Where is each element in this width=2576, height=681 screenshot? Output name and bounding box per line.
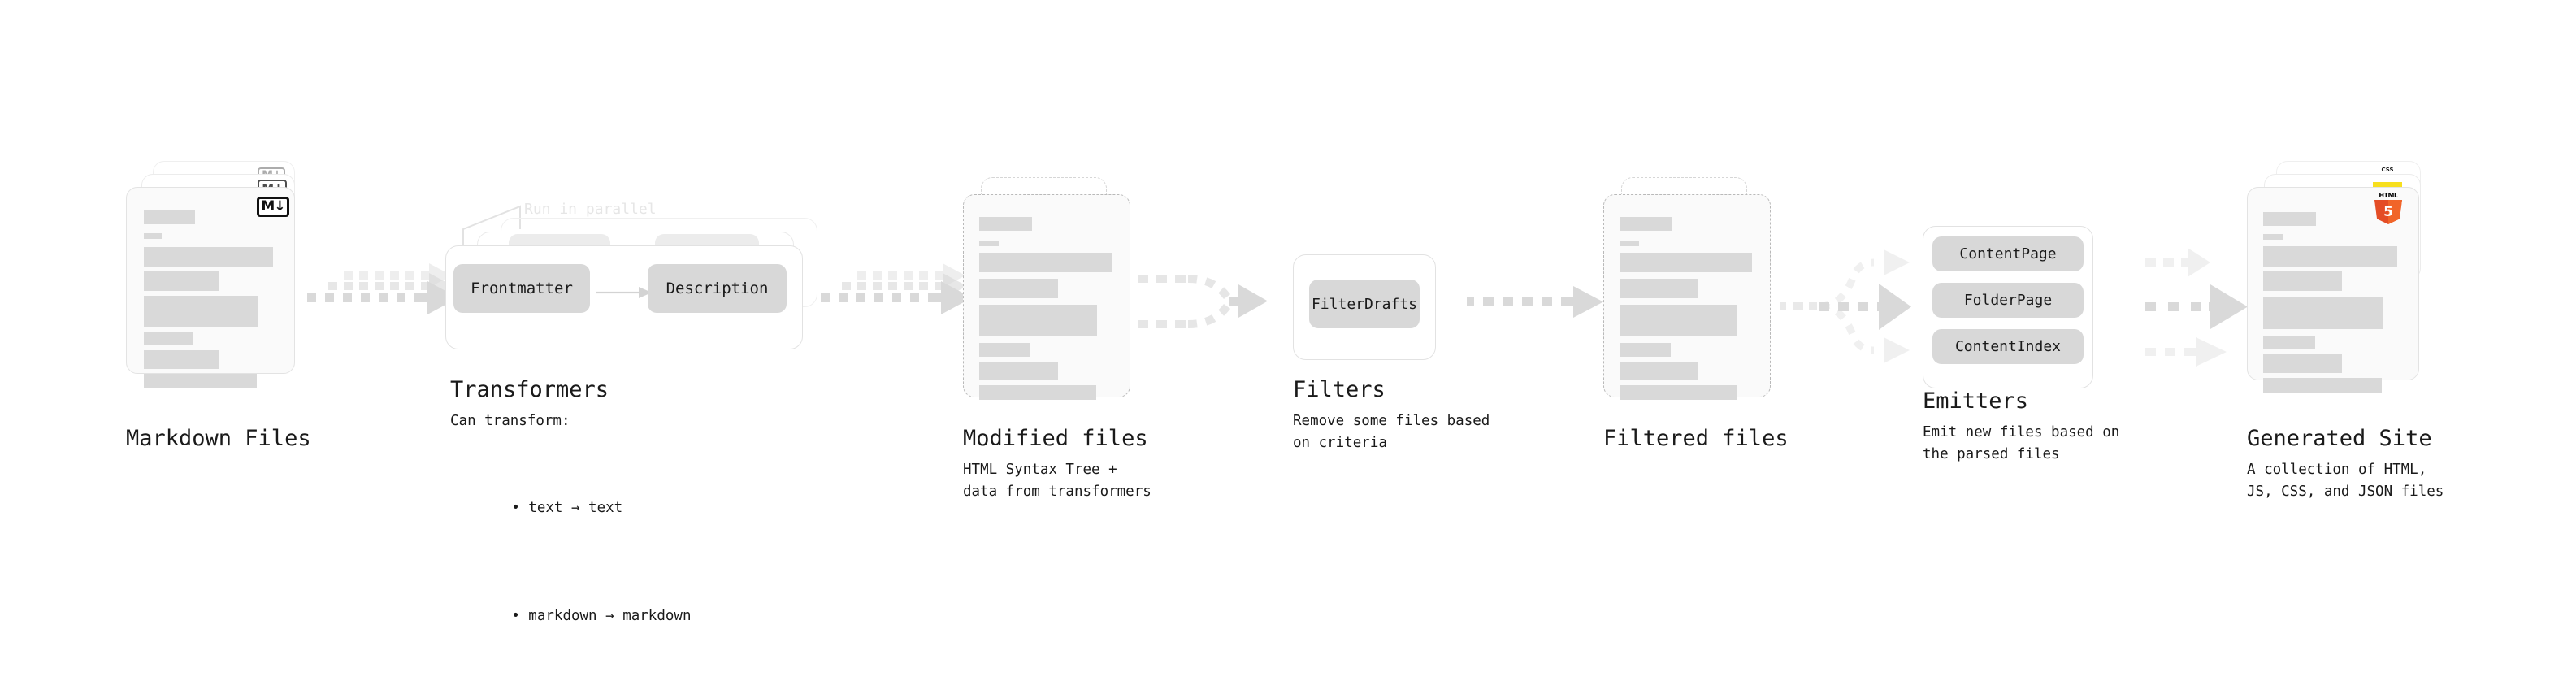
html5-icon-word: HTML (2379, 192, 2398, 199)
stage-title-markdown-files: Markdown Files (126, 426, 311, 451)
transformers-stack: Frontmatter Description (445, 195, 827, 358)
emitter-chip-contentindex[interactable]: ContentIndex (1932, 329, 2084, 364)
html5-icon-shield: 5 (2374, 200, 2402, 224)
modified-files-stack (963, 177, 1150, 400)
stage-subtitle-transformers: Can transform: (450, 413, 570, 429)
transformers-bullet-list: • text → text • markdown → markdown • ht… (460, 432, 691, 681)
stage-title-emitters: Emitters (1923, 388, 2029, 414)
css-icon-label: CSS (2381, 167, 2394, 173)
stage-title-modified-files: Modified files (963, 426, 1148, 451)
transformer-chip-frontmatter[interactable]: Frontmatter (453, 264, 590, 313)
connector-md-to-transformers (307, 263, 458, 314)
filtered-files-stack (1603, 177, 1790, 400)
filtered-file-placeholder-bars (1604, 195, 1770, 400)
modified-file-placeholder-bars (964, 195, 1130, 400)
transformers-bullet-text-0: text → text (528, 499, 623, 516)
connector-transformers-to-modified (821, 263, 972, 314)
connector-emitters-to-site (2145, 248, 2248, 367)
filter-chip-filterdrafts[interactable]: FilterDrafts (1309, 280, 1420, 328)
stage-subtitle-filters: Remove some files based on criteria (1293, 413, 1490, 451)
generated-site-stack: CSS HTML 5 (2247, 161, 2450, 393)
transformers-bullet-1: • markdown → markdown (460, 583, 691, 648)
html5-icon-digit: 5 (2383, 204, 2393, 220)
stage-subtitle-generated-site: A collection of HTML, JS, CSS, and JSON … (2247, 462, 2444, 500)
stage-title-generated-site: Generated Site (2247, 426, 2432, 451)
bullet-marker-0: • (511, 499, 529, 516)
bullet-marker-1: • (511, 607, 529, 624)
run-in-parallel-note: Run in parallel (524, 201, 657, 218)
markdown-file-card-front (126, 187, 295, 388)
transformer-chip-description[interactable]: Description (648, 264, 787, 313)
stage-title-filtered-files: Filtered files (1603, 426, 1789, 451)
connector-modified-to-filters (1138, 275, 1268, 328)
stage-title-filters: Filters (1293, 377, 1386, 402)
markdown-icon: M↓ (257, 197, 289, 217)
filtered-file-card-front (1603, 194, 1771, 400)
emitter-chip-folderpage[interactable]: FolderPage (1932, 283, 2084, 318)
markdown-file-placeholder-bars (127, 188, 294, 388)
stage-subtitle-modified-files: HTML Syntax Tree + data from transformer… (963, 462, 1151, 500)
modified-file-card-front (963, 194, 1130, 400)
stage-subtitle-emitters: Emit new files based on the parsed files (1923, 424, 2120, 462)
connector-filters-to-filtered (1467, 286, 1603, 318)
stage-title-transformers: Transformers (450, 377, 609, 402)
transformers-bullet-text-1: markdown → markdown (528, 607, 692, 624)
markdown-files-stack: M↓ M↓ M↓ (126, 161, 313, 388)
html5-icon: HTML 5 (2374, 192, 2403, 224)
transformers-bullet-0: • text → text (460, 475, 691, 540)
connector-filtered-to-emitters (1780, 249, 1911, 363)
site-file-placeholder-bars (2248, 188, 2418, 393)
emitter-chip-contentpage[interactable]: ContentPage (1932, 236, 2084, 271)
transformer-arrow-main (596, 287, 652, 298)
